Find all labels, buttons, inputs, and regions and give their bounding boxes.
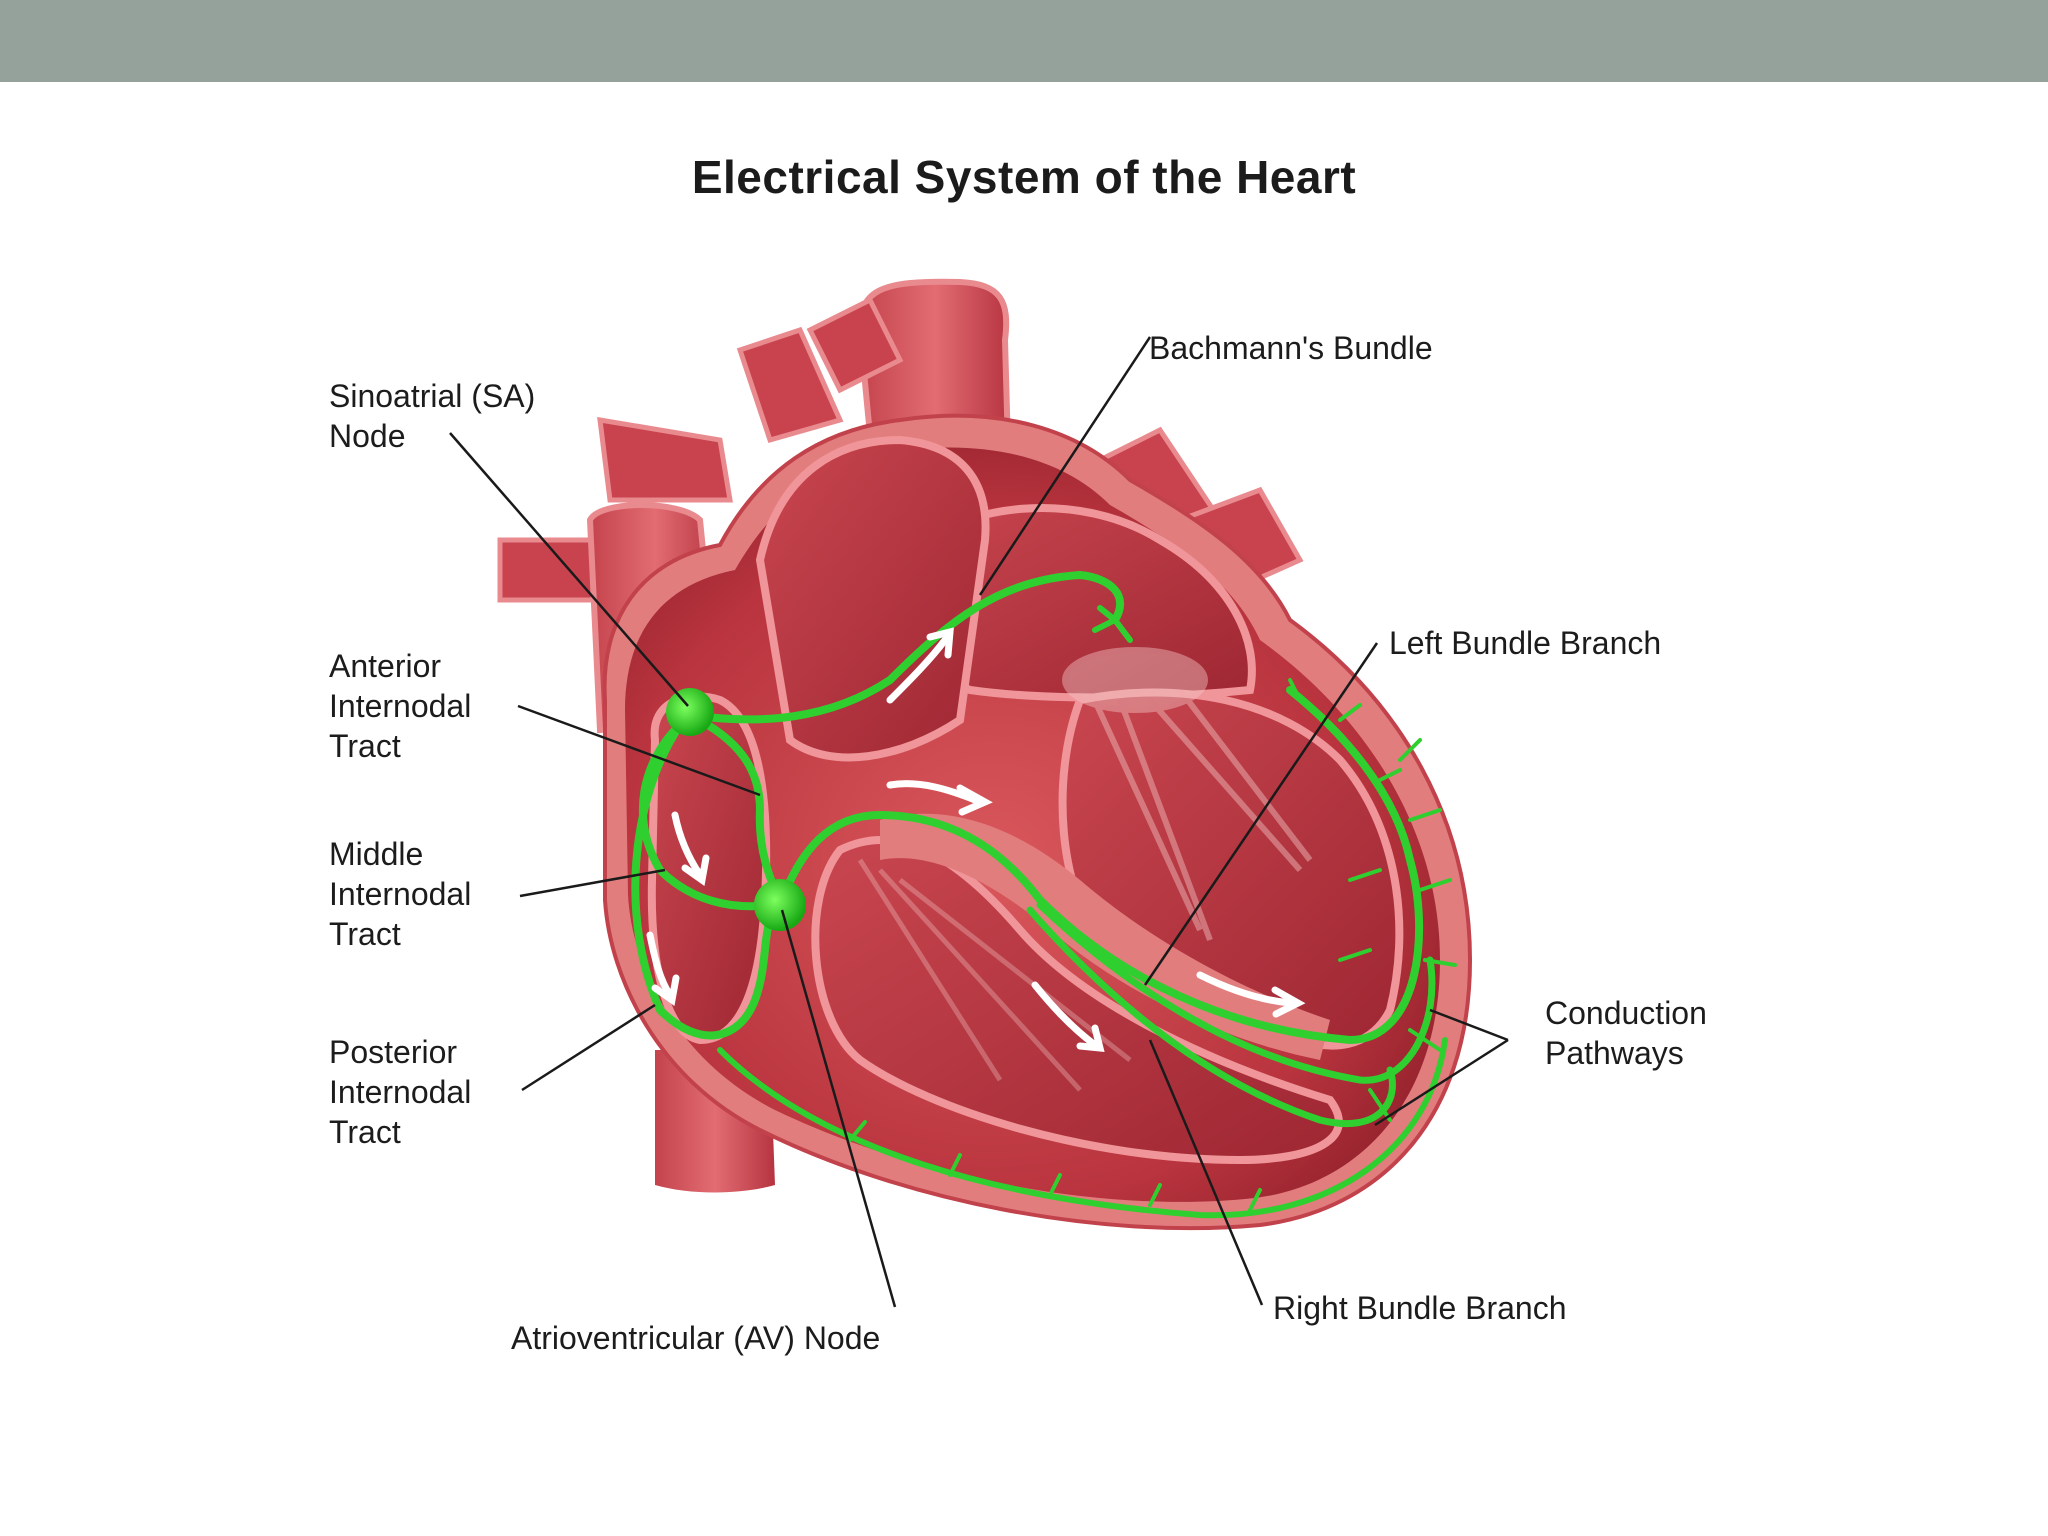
label-anterior-internodal-tract: Anterior Internodal Tract bbox=[329, 648, 472, 764]
right-bundle-branch-path bbox=[1026, 906, 1396, 1128]
leader-middle bbox=[519, 868, 666, 898]
flow-arrow-3 bbox=[671, 811, 704, 879]
leader-lines bbox=[449, 336, 1509, 1308]
purkinje-fibers-branches bbox=[848, 678, 1457, 1212]
flow-arrow-2 bbox=[886, 780, 979, 804]
flow-arrow-4-head bbox=[651, 974, 680, 1007]
blood-flow-arrows bbox=[646, 627, 1306, 1052]
label-left-bundle-branch: Left Bundle Branch bbox=[1389, 625, 1662, 661]
interventricular-septum bbox=[880, 813, 1330, 1060]
flow-arrow-5-head bbox=[1076, 1024, 1105, 1052]
label-sa-node: Sinoatrial (SA) Node bbox=[329, 378, 536, 454]
label-middle-internodal-tract: Middle Internodal Tract bbox=[329, 836, 472, 952]
flow-arrow-3-head bbox=[681, 854, 710, 887]
his-bundle-path bbox=[776, 810, 1044, 909]
flow-arrow-6-head bbox=[1271, 986, 1306, 1018]
leader-conduction-1 bbox=[1429, 1008, 1509, 1042]
label-right-bundle-branch: Right Bundle Branch bbox=[1273, 1290, 1567, 1326]
great-vessels bbox=[497, 278, 1304, 1193]
sa-node bbox=[666, 688, 714, 736]
leader-sa-node bbox=[449, 432, 689, 707]
leader-av-node bbox=[780, 909, 897, 1308]
posterior-internodal-path bbox=[631, 721, 784, 1040]
diagram-title: Electrical System of the Heart bbox=[691, 151, 1357, 203]
purkinje-fibers-outer bbox=[717, 1037, 1448, 1219]
heart-body bbox=[602, 413, 1473, 1231]
flow-arrow-5 bbox=[1031, 981, 1099, 1049]
pulmonary-vein-left bbox=[597, 416, 733, 503]
label-conduction-pathways: Conduction Pathways bbox=[1545, 995, 1707, 1071]
bachmann-bundle-tip bbox=[1092, 605, 1133, 643]
slide-header-bar bbox=[0, 0, 2048, 82]
flow-arrow-6 bbox=[1196, 971, 1294, 1007]
conduction-system bbox=[631, 570, 1457, 1219]
label-bachmanns-bundle: Bachmann's Bundle bbox=[1149, 330, 1433, 366]
aortic-arch-branch-2 bbox=[736, 326, 844, 444]
label-av-node: Atrioventricular (AV) Node bbox=[511, 1320, 881, 1356]
anterior-internodal-path bbox=[686, 711, 784, 904]
flow-arrow-2-head bbox=[956, 784, 993, 816]
left-bundle-branch-path-2 bbox=[1036, 901, 1436, 1084]
aortic-root bbox=[755, 435, 990, 762]
leader-anterior bbox=[517, 704, 761, 797]
right-ventricle-chamber bbox=[811, 836, 1343, 1165]
left-bundle-branch-path bbox=[1036, 686, 1424, 1045]
tricuspid-valve-chordae bbox=[857, 858, 1132, 1092]
aortic-arch-branch-1 bbox=[806, 296, 904, 394]
label-posterior-internodal-tract: Posterior Internodal Tract bbox=[329, 1034, 472, 1150]
leader-right-bundle bbox=[1148, 1039, 1264, 1306]
leader-posterior bbox=[521, 1003, 656, 1092]
flow-arrow-4 bbox=[646, 931, 674, 999]
flow-arrow-1 bbox=[886, 636, 949, 704]
leader-left-bundle bbox=[1143, 642, 1379, 986]
bachmann-bundle-path bbox=[686, 570, 1124, 724]
leader-bachmann bbox=[978, 336, 1152, 596]
flow-arrow-1-head bbox=[926, 627, 954, 659]
av-node bbox=[754, 879, 806, 931]
mitral-valve-chordae bbox=[1062, 647, 1313, 942]
leader-conduction-2 bbox=[1374, 1038, 1509, 1127]
